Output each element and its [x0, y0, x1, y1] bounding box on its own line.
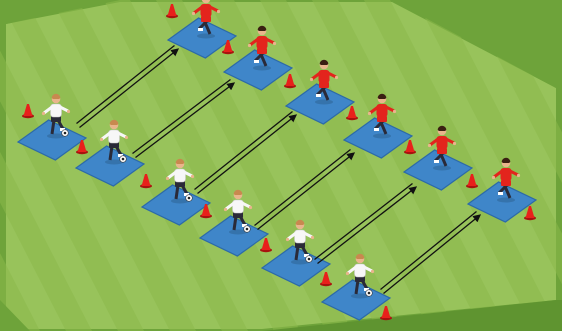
player-hand — [371, 270, 374, 273]
player-shadow — [315, 100, 333, 105]
player-leg — [176, 185, 178, 199]
football — [244, 226, 251, 233]
player-hand — [192, 12, 195, 15]
player-hand — [492, 176, 495, 179]
player-torso — [257, 36, 268, 49]
player-hand — [125, 136, 128, 139]
player-torso — [377, 104, 388, 117]
football — [62, 130, 69, 137]
ball-patch — [122, 158, 125, 161]
player-torso — [501, 168, 512, 181]
player-hand — [67, 110, 70, 113]
player-boot — [316, 94, 321, 97]
player-leg — [52, 120, 54, 134]
player-boot — [198, 28, 203, 31]
player-hand — [310, 78, 313, 81]
player-torso — [295, 230, 306, 243]
player-hand — [453, 142, 456, 145]
player-hand — [428, 144, 431, 147]
player-hand — [311, 236, 314, 239]
football — [366, 290, 373, 297]
player-boot — [374, 128, 379, 131]
player-hand — [191, 175, 194, 178]
player-leg — [110, 146, 112, 160]
player-hand — [368, 112, 371, 115]
football — [120, 156, 127, 163]
football — [186, 195, 193, 202]
player-boot — [434, 160, 439, 163]
player-shadow — [373, 134, 391, 139]
player-leg — [234, 216, 236, 230]
ball-patch — [246, 228, 249, 231]
player-torso — [437, 136, 448, 149]
player-hand — [42, 112, 45, 115]
player-hand — [248, 44, 251, 47]
player-hand — [100, 138, 103, 141]
player-hand — [273, 42, 276, 45]
player-leg — [296, 246, 298, 260]
player-hand — [517, 174, 520, 177]
player-hand — [346, 272, 349, 275]
ball-patch — [188, 197, 191, 200]
player-torso — [51, 104, 62, 117]
player-torso — [109, 130, 120, 143]
player-torso — [201, 4, 212, 17]
player-hand — [224, 208, 227, 211]
player-hand — [335, 76, 338, 79]
player-leg — [356, 280, 358, 294]
player-torso — [233, 200, 244, 213]
player-shadow — [197, 34, 215, 39]
player-boot — [254, 60, 259, 63]
player-torso — [175, 169, 186, 182]
player-boot — [498, 192, 503, 195]
player-torso — [319, 70, 330, 83]
ball-patch — [308, 258, 311, 261]
ball-patch — [64, 132, 67, 135]
football — [306, 256, 313, 263]
player-torso — [355, 264, 366, 277]
player-shadow — [497, 198, 515, 203]
player-hand — [217, 10, 220, 13]
player-hand — [166, 177, 169, 180]
player-shadow — [433, 166, 451, 171]
player-hand — [249, 206, 252, 209]
ball-patch — [368, 292, 371, 295]
player-hand — [286, 238, 289, 241]
player-hand — [393, 110, 396, 113]
player-shadow — [253, 66, 271, 71]
